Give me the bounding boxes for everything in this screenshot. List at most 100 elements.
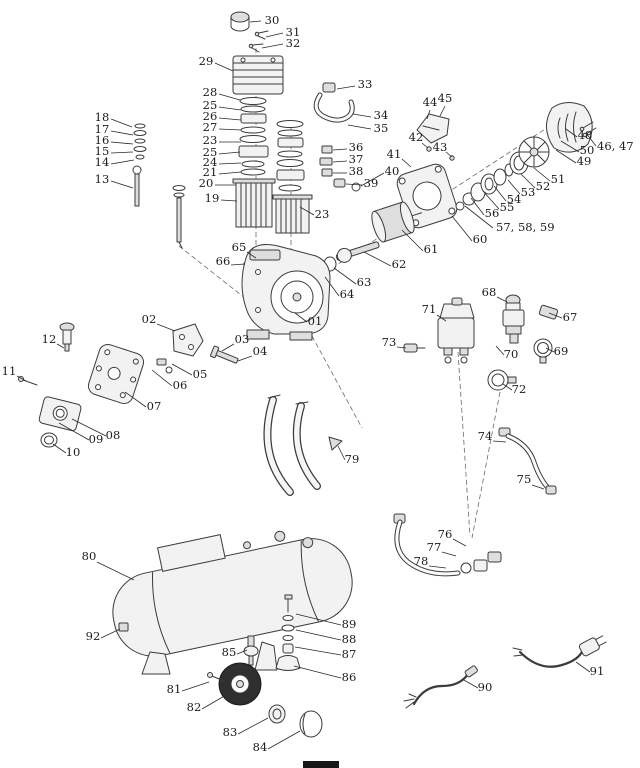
part-label-23-11: 23 xyxy=(203,133,218,147)
part-label-13-22: 13 xyxy=(95,172,110,186)
part-label-21-14: 21 xyxy=(203,165,218,179)
part-label-30-0: 30 xyxy=(265,13,280,27)
leader-line-24-13 xyxy=(218,162,242,165)
part-label-12-59: 12 xyxy=(42,332,57,346)
leader-line-42-29 xyxy=(421,142,429,149)
small-fittings xyxy=(319,145,361,192)
fastener-parts xyxy=(156,358,173,374)
leader-line-75-73 xyxy=(531,484,545,490)
part-label-43-30: 43 xyxy=(433,140,448,154)
motor-bearings-washers xyxy=(455,151,529,211)
leader-line-80-77 xyxy=(96,561,135,581)
leader-line-44-31 xyxy=(426,109,431,120)
part-label-55-41: 55 xyxy=(500,200,515,214)
part-label-63-47: 63 xyxy=(357,275,372,289)
leader-line-01-52 xyxy=(294,312,308,323)
leader-line-45-32 xyxy=(439,105,446,117)
leader-line-18-17 xyxy=(110,118,133,128)
part-label-19-16: 19 xyxy=(205,191,220,205)
leader-line-15-20 xyxy=(110,151,134,154)
part-label-77-75: 77 xyxy=(427,540,442,554)
leader-line-89-84 xyxy=(295,613,342,626)
drain-valve xyxy=(243,635,259,666)
part-label-27-10: 27 xyxy=(203,120,218,134)
part-label-31-1: 31 xyxy=(286,25,301,39)
leader-line-14-21 xyxy=(110,159,135,165)
tank-feet xyxy=(141,641,278,675)
leader-line-66-50 xyxy=(230,263,246,266)
part-label-45-32: 45 xyxy=(438,91,453,105)
part-label-52-38: 52 xyxy=(536,179,551,193)
leader-line-87-86 xyxy=(294,646,342,656)
small-bolt xyxy=(18,376,38,386)
part-label-73-69: 73 xyxy=(382,335,397,349)
leader-line-23-51 xyxy=(299,206,315,216)
part-label-85-79: 85 xyxy=(222,645,237,659)
pressure-switch xyxy=(437,297,475,364)
drain-plug xyxy=(118,622,129,632)
part-label-80-77: 80 xyxy=(82,549,97,563)
leader-line-04-55 xyxy=(237,355,253,362)
leader-line-10-63 xyxy=(52,443,67,454)
connecting-pipe-assembly xyxy=(393,513,502,577)
part-label-25-12: 25 xyxy=(203,145,218,159)
part-label-71-68: 71 xyxy=(422,302,437,316)
part-label-25-8: 25 xyxy=(203,98,218,112)
leader-line-32-2 xyxy=(261,43,284,49)
leader-line-86-87 xyxy=(293,665,342,679)
part-label-11-60: 11 xyxy=(2,364,17,378)
leader-line-76-74 xyxy=(452,538,467,547)
part-label-38-25: 38 xyxy=(349,164,364,178)
part-label-14-21: 14 xyxy=(95,155,110,169)
leader-line-62-46 xyxy=(363,251,392,267)
valve-plate-stack-left xyxy=(238,97,269,176)
leader-line-26-9 xyxy=(218,117,242,121)
leader-line-57-58-59-43 xyxy=(464,205,494,229)
leader-line-34-5 xyxy=(352,113,372,118)
end-cap xyxy=(299,710,323,738)
leader-line-28-7 xyxy=(218,93,241,101)
part-label-09-62: 09 xyxy=(89,432,104,446)
leader-line-81-80 xyxy=(181,681,210,692)
leader-line-78-76 xyxy=(428,565,447,569)
leader-line-43-30 xyxy=(445,151,453,158)
leader-line-52-38 xyxy=(520,173,536,189)
part-label-72-70: 72 xyxy=(512,382,527,396)
leader-line-70-67 xyxy=(495,345,505,356)
knob-part xyxy=(230,11,250,32)
part-label-03-54: 03 xyxy=(235,332,250,346)
part-label-70-67: 70 xyxy=(504,347,519,361)
part-label-68-64: 68 xyxy=(482,285,497,299)
part-label-39-26: 39 xyxy=(364,176,379,190)
part-label-87-86: 87 xyxy=(342,647,357,661)
part-label-20-15: 20 xyxy=(199,176,214,190)
power-cord xyxy=(403,665,478,709)
leader-line-73-69 xyxy=(396,346,407,349)
leader-line-61-45 xyxy=(401,229,424,252)
leader-line-48-34 xyxy=(565,128,578,138)
part-label-02-53: 02 xyxy=(142,312,157,326)
leader-line-17-18 xyxy=(110,130,134,136)
leader-line-21-14 xyxy=(218,171,242,175)
hubcap xyxy=(268,704,286,724)
oil-dipstick xyxy=(172,185,186,249)
cover-bolts xyxy=(579,121,597,138)
part-label-33-4: 33 xyxy=(358,77,373,91)
leader-line-08-61 xyxy=(71,418,107,437)
part-label-75-73: 75 xyxy=(517,472,532,486)
leader-line-60-44 xyxy=(451,215,473,242)
part-label-84-83: 84 xyxy=(253,740,268,754)
leader-line-09-62 xyxy=(58,422,90,441)
part-label-07-58: 07 xyxy=(147,399,162,413)
leader-line-11-60 xyxy=(16,375,27,382)
leader-line-92-78 xyxy=(100,628,121,639)
motor-end-cover xyxy=(546,102,593,153)
leader-line-84-83 xyxy=(267,730,301,750)
rotor xyxy=(371,201,423,243)
part-label-89-84: 89 xyxy=(342,617,357,631)
part-label-06-57: 06 xyxy=(173,378,188,392)
leader-line-29-3 xyxy=(214,62,234,72)
part-label-28-7: 28 xyxy=(203,85,218,99)
